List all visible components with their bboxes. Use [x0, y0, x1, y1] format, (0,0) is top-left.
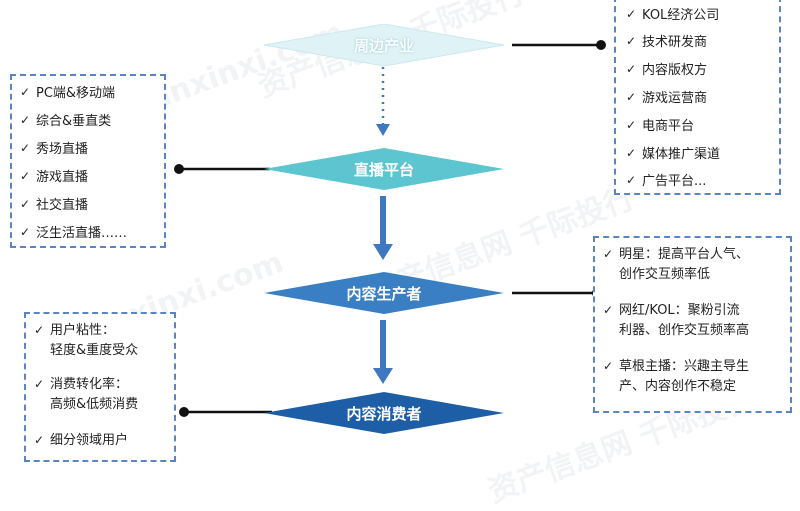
check-icon: ✓	[20, 168, 31, 183]
list-item-label: 游戏运营商	[642, 91, 708, 106]
node-platform: 直播平台	[264, 148, 504, 190]
list-item: ✓ 社交直播	[20, 194, 89, 214]
list-item-line1: 消费转化率：	[50, 377, 129, 392]
arrow-shaft-1	[380, 196, 386, 244]
node-producer: 内容生产者	[264, 272, 504, 314]
list-item-label: 游戏直播	[36, 170, 89, 185]
list-item-label: PC端&移动端	[36, 86, 116, 101]
list-item: ✓ 细分领域用户	[34, 430, 128, 451]
list-item-line2: 利器、创作交互频率高	[619, 323, 750, 338]
node-consumer-label: 内容消费者	[346, 404, 422, 423]
check-icon: ✓	[626, 89, 637, 104]
check-icon: ✓	[603, 247, 614, 261]
list-item-label: 秀场直播	[36, 142, 89, 157]
list-item: ✓ PC端&移动端	[20, 82, 116, 102]
list-item-line2: 产、内容创作不稳定	[619, 379, 737, 394]
arrow-shaft-2	[380, 320, 386, 368]
check-icon: ✓	[34, 377, 45, 391]
node-consumer: 内容消费者	[264, 392, 504, 434]
list-item: ✓ 网红/KOL：聚粉引流 利器、创作交互频率高	[603, 300, 749, 341]
list-item: ✓ KOL经济公司	[626, 4, 720, 24]
platform-list-box: ✓ PC端&移动端 ✓ 综合&垂直类 ✓ 秀场直播 ✓ 游戏直播 ✓ 社交直播 ✓ 泛生活直…	[10, 74, 166, 248]
list-item-label: 广告平台...	[642, 174, 707, 189]
list-item: ✓ 广告平台...	[626, 170, 707, 190]
list-item-label: 媒体推广渠道	[642, 147, 721, 162]
list-item: ✓ 电商平台	[626, 115, 695, 135]
list-item: ✓ 消费转化率： 高频&低频消费	[34, 374, 138, 415]
arrow-head-2	[373, 368, 393, 384]
list-item: ✓ 草根主播：兴趣主导生 产、内容创作不稳定	[603, 356, 749, 397]
connector-dot	[174, 164, 184, 174]
check-icon: ✓	[626, 145, 637, 160]
check-icon: ✓	[20, 140, 31, 155]
list-item: ✓ 综合&垂直类	[20, 110, 112, 130]
list-item: ✓ 泛生活直播……	[20, 222, 128, 242]
node-periphery-label: 周边产业	[353, 36, 414, 55]
list-item: ✓ 游戏运营商	[626, 87, 708, 107]
list-item-line2: 轻度&重度受众	[50, 343, 139, 358]
check-icon: ✓	[626, 33, 637, 48]
list-item-line1: 草根主播：兴趣主导生	[619, 359, 750, 374]
list-item-label: 电商平台	[642, 119, 695, 134]
node-platform-label: 直播平台	[353, 160, 414, 179]
list-item: ✓ 技术研发商	[626, 31, 708, 51]
dotted-arrow-head	[376, 124, 390, 136]
check-icon: ✓	[34, 433, 45, 447]
list-item-line1: 细分领域用户	[50, 433, 129, 448]
consumer-list-box: ✓ 用户粘性： 轻度&重度受众 ✓ 消费转化率： 高频&低频消费 ✓ 细分领域用户	[24, 312, 176, 462]
list-item-line2: 高频&低频消费	[50, 397, 139, 412]
list-item: ✓ 秀场直播	[20, 138, 89, 158]
check-icon: ✓	[20, 196, 31, 211]
check-icon: ✓	[603, 359, 614, 373]
list-item-label: 内容版权方	[642, 63, 708, 78]
list-item-line1: 网红/KOL：聚粉引流	[619, 303, 740, 318]
list-item: ✓ 明星：提高平台人气、 创作交互频率低	[603, 244, 749, 285]
check-icon: ✓	[20, 84, 31, 99]
list-item-line1: 明星：提高平台人气、	[619, 247, 750, 262]
check-icon: ✓	[20, 112, 31, 127]
node-producer-label: 内容生产者	[346, 284, 422, 303]
connector-dot	[596, 40, 606, 50]
periphery-list-box: ✓ KOL经济公司 ✓ 技术研发商 ✓ 内容版权方 ✓ 游戏运营商 ✓ 电商平台 ✓ 媒体推…	[614, 0, 781, 195]
list-item: ✓ 媒体推广渠道	[626, 143, 721, 163]
list-item-label: 泛生活直播……	[36, 226, 128, 241]
check-icon: ✓	[34, 323, 45, 337]
check-icon: ✓	[626, 6, 637, 21]
check-icon: ✓	[626, 61, 637, 76]
node-periphery: 周边产业	[264, 24, 504, 66]
arrow-head-1	[373, 244, 393, 260]
list-item: ✓ 内容版权方	[626, 59, 708, 79]
list-item: ✓ 游戏直播	[20, 166, 89, 186]
list-item-label: 技术研发商	[642, 35, 708, 50]
check-icon: ✓	[20, 224, 31, 239]
producer-list-box: ✓ 明星：提高平台人气、 创作交互频率低 ✓ 网红/KOL：聚粉引流 利器、创作交互…	[593, 236, 792, 413]
list-item-label: KOL经济公司	[642, 8, 720, 23]
list-item-label: 社交直播	[36, 198, 89, 213]
list-item: ✓ 用户粘性： 轻度&重度受众	[34, 320, 138, 361]
list-item-label: 综合&垂直类	[36, 114, 112, 129]
list-item-line1: 用户粘性：	[50, 323, 116, 338]
check-icon: ✓	[603, 303, 614, 317]
check-icon: ✓	[626, 172, 637, 187]
check-icon: ✓	[626, 117, 637, 132]
connector-dot	[179, 407, 189, 417]
list-item-line2: 创作交互频率低	[619, 267, 711, 282]
